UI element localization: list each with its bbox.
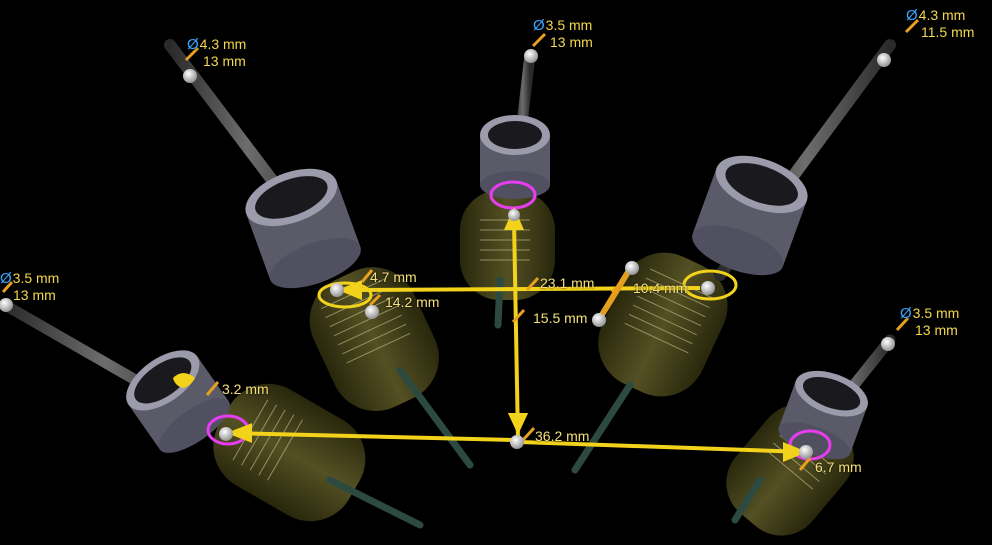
implant-label-right[interactable]: Ø3.5 mm 13 mm [900, 305, 960, 338]
diameter-icon: Ø [0, 270, 12, 287]
measurement-lines[interactable] [226, 207, 808, 462]
implant-label-top-left[interactable]: Ø4.3 mm 13 mm [187, 36, 247, 69]
measurement-label[interactable]: 36.2 mm [535, 428, 590, 444]
implant-label-left[interactable]: Ø3.5 mm 13 mm [0, 270, 60, 303]
implant-label-top-right[interactable]: Ø4.3 mm 11.5 mm [906, 7, 975, 40]
crescent-marker [173, 373, 195, 388]
measurement-label[interactable]: 15.5 mm [533, 310, 588, 326]
diameter-icon: Ø [906, 7, 918, 24]
measurement-label[interactable]: 14.2 mm [385, 294, 440, 310]
measurement-label[interactable]: 4.7 mm [370, 269, 417, 285]
measurement-ticks [1, 18, 920, 471]
implant-tails [326, 276, 764, 529]
measurement-label[interactable]: 3.2 mm [222, 381, 269, 397]
measurement-label[interactable]: 23.1 mm [540, 275, 595, 291]
implant-bodies [213, 190, 854, 536]
implant-label-top-center[interactable]: Ø3.5 mm 13 mm [533, 17, 593, 50]
measurement-label[interactable]: 10.4 mm [633, 280, 688, 296]
diameter-icon: Ø [187, 36, 199, 53]
guide-sleeves [126, 115, 868, 460]
control-handles[interactable] [0, 49, 895, 459]
diameter-icon: Ø [533, 17, 545, 34]
diameter-icon: Ø [900, 305, 912, 322]
measurement-label[interactable]: 6.7 mm [815, 459, 862, 475]
